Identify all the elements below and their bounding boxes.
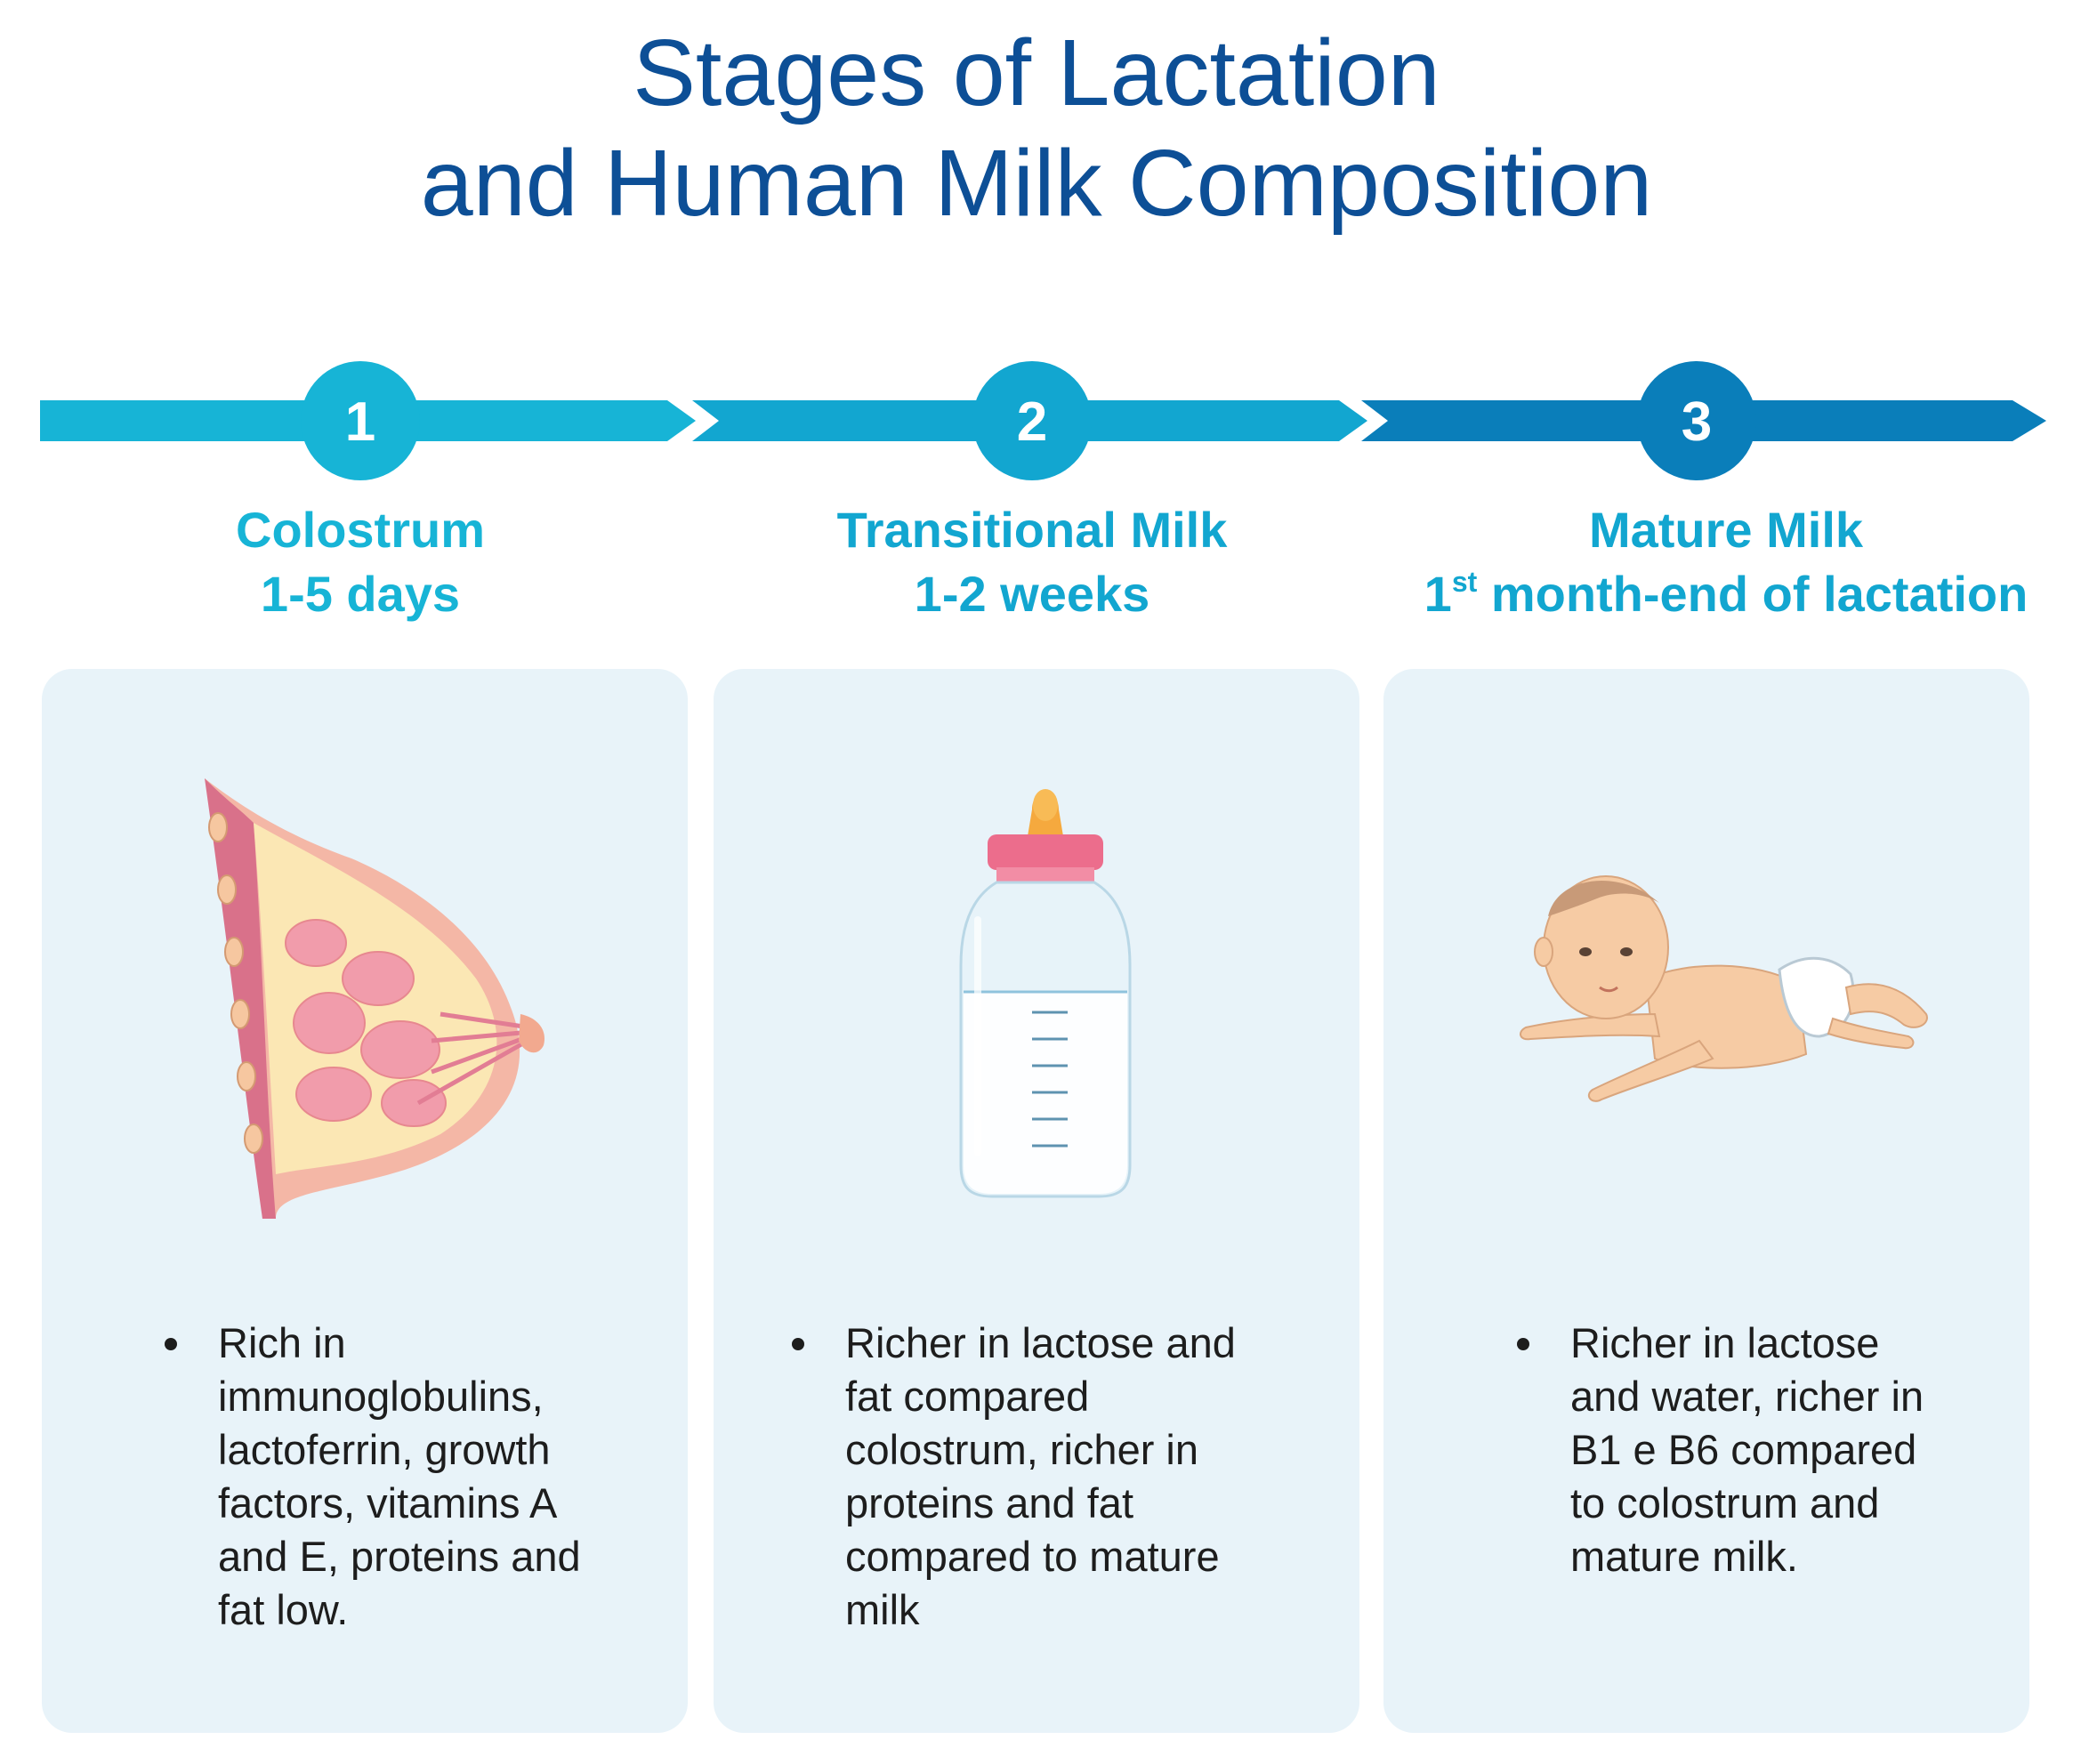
stage-3-circle [1637, 361, 1756, 480]
stage-1-label: Colostrum 1-5 days [22, 498, 698, 626]
stage-1-bullet-list: Rich in immunoglobulins, lactoferrin, gr… [165, 1317, 627, 1637]
stage-3-duration: 1st month-end of lactation [1424, 566, 2029, 622]
baby-bottle-icon [959, 789, 1132, 1198]
stage-3-bullet-list: Richer in lactose and water, richer in B… [1517, 1317, 1944, 1583]
stage-1-name: Colostrum [236, 502, 485, 558]
stage-1-duration: 1-5 days [260, 566, 461, 622]
stage-3-name: Mature Milk [1588, 502, 1864, 558]
stage-1-circle [301, 361, 420, 480]
title-line-1: Stages of Lactation [633, 20, 1440, 125]
stage-3-label: Mature Milk 1st month-end of lactation [1388, 498, 2064, 626]
stage-2-label: Transitional Milk 1-2 weeks [694, 498, 1370, 626]
stage-2-number: 2 [1017, 391, 1047, 453]
baby-crawling-icon [1520, 875, 1928, 1102]
stage-1-card [42, 669, 688, 1733]
stage-3-card [1383, 669, 2029, 1733]
stage-3-number: 3 [1682, 391, 1712, 453]
page-title: Stages of Lactation and Human Milk Compo… [0, 18, 2073, 238]
stage-2-name: Transitional Milk [836, 502, 1228, 558]
stage-timeline: 1 2 3 [40, 361, 2046, 480]
stage-2-circle [972, 361, 1092, 480]
stage-2-duration: 1-2 weeks [914, 566, 1150, 622]
stage-1-number: 1 [345, 391, 375, 453]
title-line-2: and Human Milk Composition [420, 131, 1653, 236]
stage-2-bullet: Richer in lactose and fat compared colos… [792, 1317, 1290, 1637]
stage-2-bullet-list: Richer in lactose and fat compared colos… [792, 1317, 1290, 1637]
breast-anatomy-icon [205, 778, 544, 1219]
stage-3-bullet: Richer in lactose and water, richer in B… [1517, 1317, 1944, 1583]
stage-1-bullet: Rich in immunoglobulins, lactoferrin, gr… [165, 1317, 627, 1637]
